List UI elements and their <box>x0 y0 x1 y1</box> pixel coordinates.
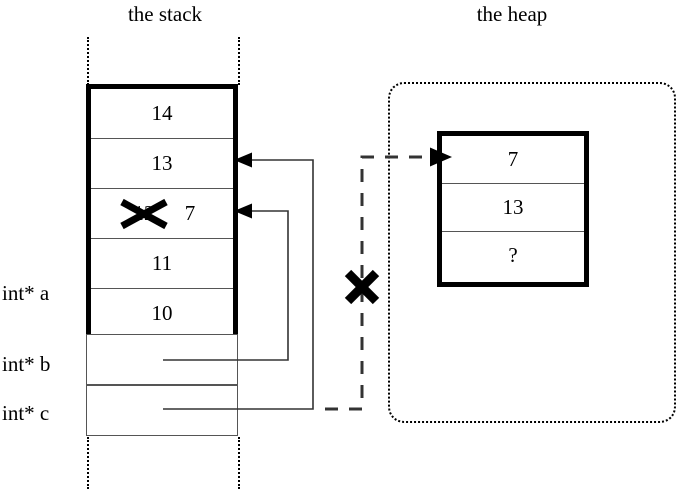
pointer-cell-c <box>86 385 238 436</box>
variable-label-c: int* c <box>2 401 50 425</box>
stack-cell-2-inner: 12 7 <box>91 189 233 238</box>
stack-array-box: 14 13 12 7 11 10 <box>86 84 238 339</box>
pointer-cell-b <box>86 334 238 385</box>
stack-guide-line-right-bottom <box>238 437 240 489</box>
heap-cell-2: ? <box>442 232 584 280</box>
stack-cell-0: 14 <box>91 89 233 139</box>
variable-label-a: int* a <box>2 281 50 305</box>
heap-cell-0: 7 <box>442 136 584 184</box>
stack-title: the stack <box>127 2 203 26</box>
variable-label-b: int* b <box>2 352 51 376</box>
x-cross-mark-icon-broken-pointer <box>344 269 380 305</box>
heap-cell-1: 13 <box>442 184 584 232</box>
heap-title: the heap <box>476 2 548 26</box>
stack-cell-4: 10 <box>91 289 233 339</box>
stack-cell-3: 11 <box>91 239 233 289</box>
heap-array-box: 7 13 ? <box>437 131 589 287</box>
stack-cell-2: 12 7 <box>91 189 233 239</box>
stack-cell-1: 13 <box>91 139 233 189</box>
stack-cell-2-old-value: 12 <box>133 201 155 225</box>
stack-guide-line-right-top <box>238 37 240 85</box>
stack-cell-2-new-value: 7 <box>184 201 196 225</box>
stack-guide-line-left-top <box>87 37 89 85</box>
stack-guide-line-left-bottom <box>87 437 89 489</box>
